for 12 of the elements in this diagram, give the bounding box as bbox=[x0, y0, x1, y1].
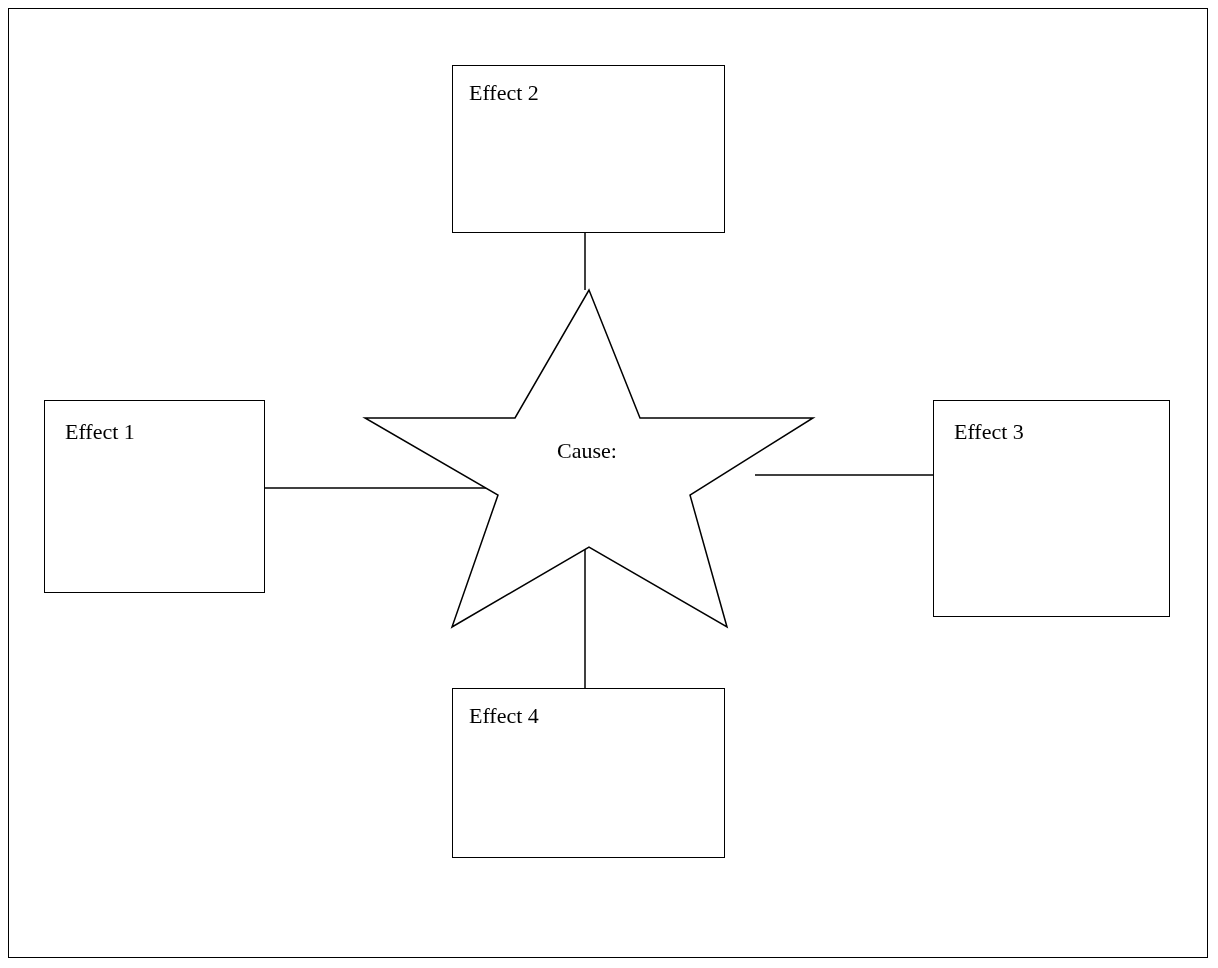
star-shape bbox=[365, 290, 813, 627]
effect-box bbox=[452, 688, 725, 858]
effect-label: Effect 2 bbox=[469, 80, 539, 106]
connector-line bbox=[754, 474, 934, 476]
cause-label: Cause: bbox=[557, 438, 617, 464]
effect-box bbox=[44, 400, 265, 593]
effect-box bbox=[452, 65, 725, 233]
effect-label: Effect 3 bbox=[954, 419, 1024, 445]
effect-label: Effect 1 bbox=[65, 419, 135, 445]
effect-box bbox=[933, 400, 1170, 617]
connector-line bbox=[584, 232, 586, 291]
effect-label: Effect 4 bbox=[469, 703, 539, 729]
